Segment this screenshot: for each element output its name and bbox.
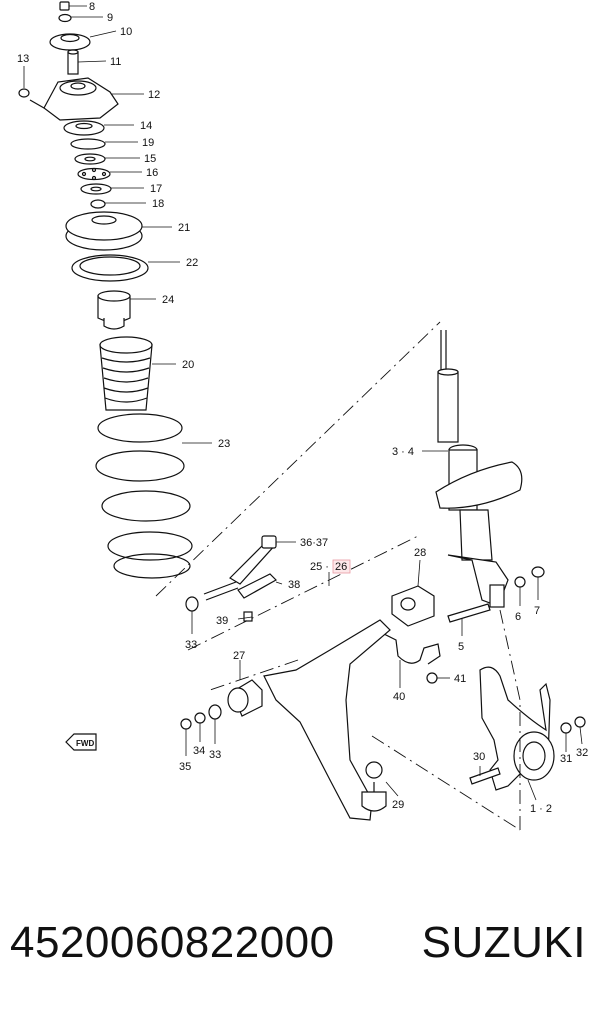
callout-15: 15 (144, 153, 156, 165)
callout-36-37: 36·37 (300, 537, 328, 549)
fwd-arrow-label: FWD (76, 739, 94, 748)
callout-33-lower: 33 (209, 749, 221, 761)
callout-6: 6 (515, 611, 521, 623)
guide-lines (155, 321, 521, 831)
caption-bar: 4520060822000 SUZUKI (0, 918, 600, 998)
callout-16: 16 (146, 167, 158, 179)
strut-top-assembly (18, 1, 193, 579)
callout-14: 14 (140, 120, 152, 132)
callout-27: 27 (233, 650, 245, 662)
callout-1-2: 1 · 2 (530, 803, 552, 815)
callout-11: 11 (110, 56, 121, 68)
callout-7: 7 (534, 605, 540, 617)
callout-33-upper: 33 (185, 639, 197, 651)
callout-22: 22 (186, 257, 198, 269)
callout-31: 31 (560, 753, 572, 765)
part-number: 4520060822000 (10, 918, 335, 967)
brand-name: SUZUKI (421, 918, 586, 967)
callout-24: 24 (162, 294, 174, 306)
lower-arm-group (65, 535, 441, 821)
callout-17: 17 (150, 183, 162, 195)
callout-39: 39 (216, 615, 228, 627)
leader-lines (23, 5, 583, 801)
callout-41: 41 (454, 673, 466, 685)
suspension-exploded-diagram: 8 9 10 11 12 13 14 19 15 16 17 18 21 22 … (17, 1, 588, 831)
callout-8: 8 (89, 1, 95, 13)
callout-38: 38 (288, 579, 300, 591)
callout-23: 23 (218, 438, 230, 450)
callout-35: 35 (179, 761, 191, 773)
callout-13: 13 (17, 53, 29, 65)
callout-labels: 8 9 10 11 12 13 14 19 15 16 17 18 21 22 … (17, 1, 588, 815)
callout-26-highlighted: 26 (335, 561, 347, 573)
callout-34: 34 (193, 745, 205, 757)
callout-5: 5 (458, 641, 464, 653)
callout-40: 40 (393, 691, 405, 703)
callout-32: 32 (576, 747, 588, 759)
strut-and-knuckle (435, 330, 586, 791)
callout-20: 20 (182, 359, 194, 371)
callout-30: 30 (473, 751, 485, 763)
callout-9: 9 (107, 12, 113, 24)
callout-29: 29 (392, 799, 404, 811)
callout-19: 19 (142, 137, 154, 149)
callout-25: 25 · (310, 561, 329, 573)
callout-18: 18 (152, 198, 164, 210)
callout-10: 10 (120, 26, 132, 38)
callout-12: 12 (148, 89, 160, 101)
callout-21: 21 (178, 222, 190, 234)
callout-3-4: 3 · 4 (392, 446, 414, 458)
callout-28: 28 (414, 547, 426, 559)
